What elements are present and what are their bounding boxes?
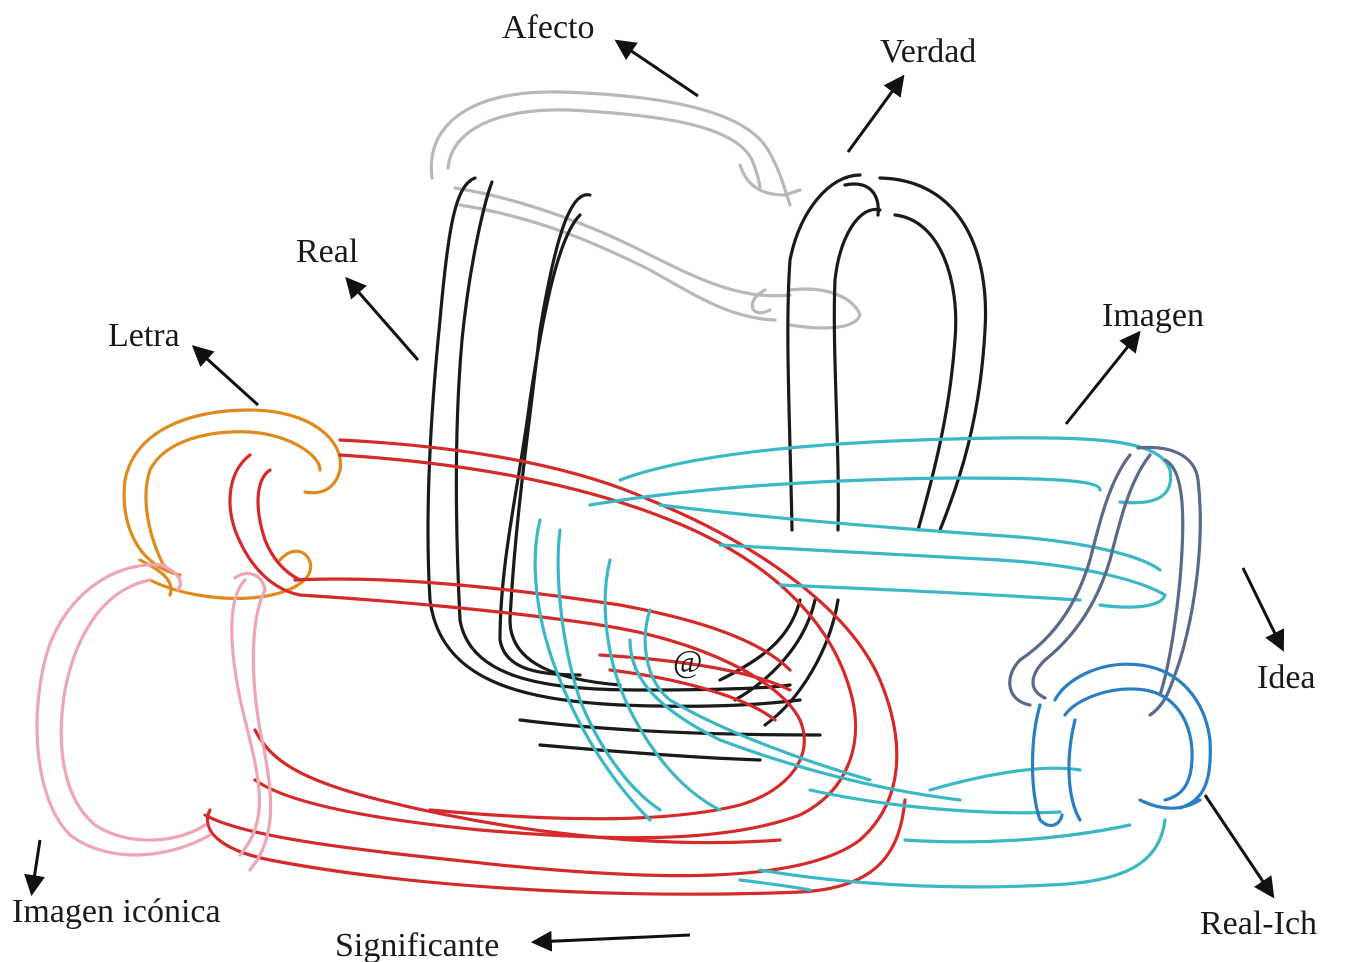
label-real: Real bbox=[296, 233, 358, 270]
arrow-verdad bbox=[848, 78, 902, 152]
arrow-idea bbox=[1243, 568, 1282, 648]
arrow-imagen bbox=[1066, 334, 1138, 424]
label-afecto: Afecto bbox=[502, 9, 595, 46]
label-imagen-iconica: Imagen icónica bbox=[12, 893, 221, 930]
arrow-afecto bbox=[618, 42, 698, 96]
label-center-at: @ bbox=[673, 643, 702, 679]
arrow-letra bbox=[195, 348, 258, 405]
label-verdad: Verdad bbox=[880, 33, 976, 70]
label-real-ich: Real-Ich bbox=[1200, 905, 1317, 942]
arrow-real-ich bbox=[1205, 795, 1272, 895]
arrow-significante bbox=[535, 935, 690, 942]
arrow-real bbox=[348, 280, 418, 360]
label-idea: Idea bbox=[1257, 659, 1316, 696]
label-imagen: Imagen bbox=[1102, 297, 1204, 334]
letra-ring bbox=[124, 410, 340, 598]
label-letra: Letra bbox=[108, 317, 180, 354]
arrow-imagen-iconica bbox=[32, 840, 40, 892]
label-significante: Significante bbox=[335, 927, 499, 962]
real-ich-ring bbox=[1033, 664, 1211, 825]
imagen-iconica-ring bbox=[37, 565, 271, 870]
afecto-ring bbox=[431, 92, 860, 328]
real-ring bbox=[428, 175, 985, 760]
